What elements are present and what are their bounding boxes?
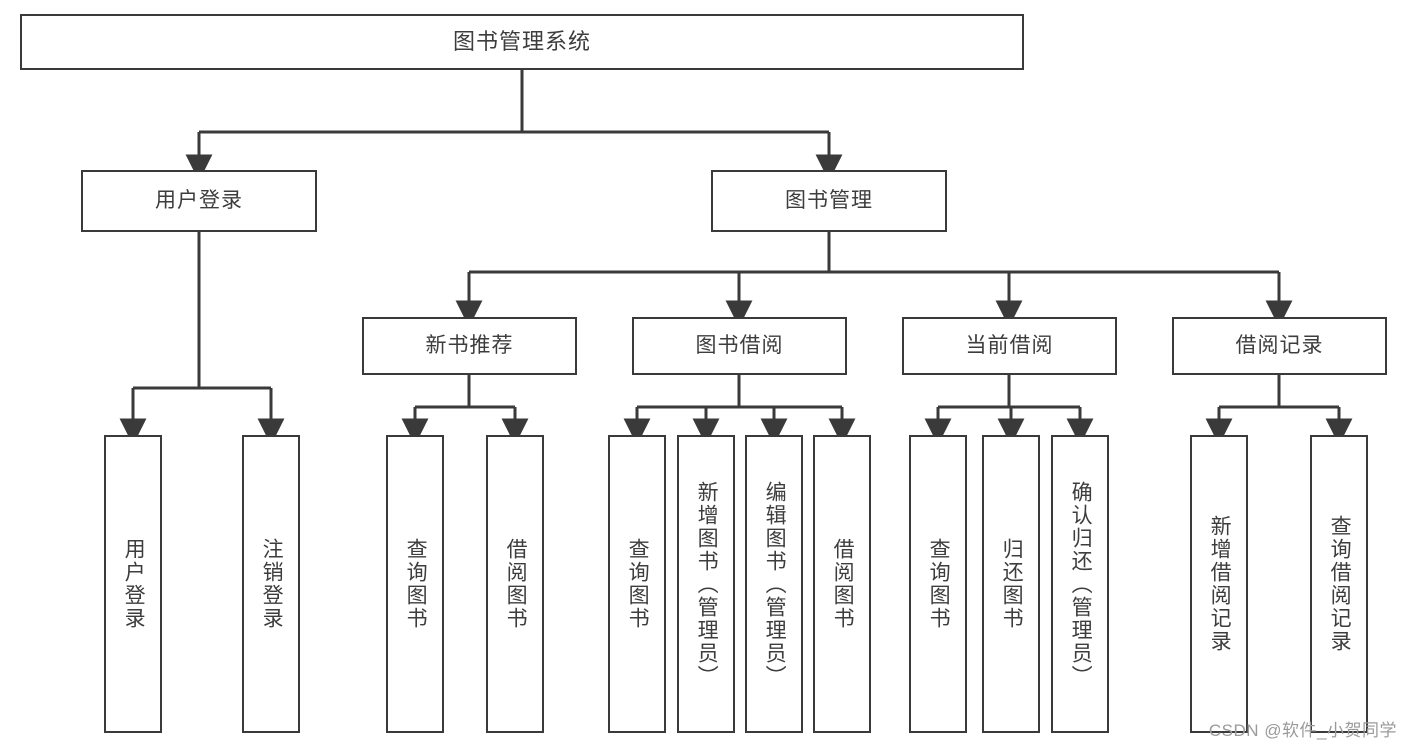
leaf-confirm-return-label: 确认归还（管理员） bbox=[1069, 480, 1093, 688]
node-new-book-recommend-label: 新书推荐 bbox=[425, 333, 514, 357]
leaf-logout-label: 注销登录 bbox=[260, 538, 284, 630]
leaf-query-book-current[interactable]: 查询图书 bbox=[909, 435, 967, 733]
node-new-book-recommend[interactable]: 新书推荐 bbox=[362, 317, 577, 375]
leaf-query-record[interactable]: 查询借阅记录 bbox=[1310, 435, 1368, 733]
node-book-manage-label: 图书管理 bbox=[785, 188, 873, 212]
node-user-login-label: 用户登录 bbox=[155, 188, 243, 212]
node-borrow-record-label: 借阅记录 bbox=[1235, 333, 1324, 357]
leaf-borrow-book-label: 借阅图书 bbox=[831, 538, 855, 630]
leaf-query-book-rec-label: 查询图书 bbox=[404, 538, 428, 630]
node-user-login[interactable]: 用户登录 bbox=[81, 170, 317, 232]
leaf-user-login[interactable]: 用户登录 bbox=[104, 435, 162, 733]
node-root[interactable]: 图书管理系统 bbox=[20, 14, 1024, 70]
leaf-add-record-label: 新增借阅记录 bbox=[1208, 515, 1232, 653]
leaf-user-login-label: 用户登录 bbox=[122, 538, 146, 630]
node-root-label: 图书管理系统 bbox=[452, 29, 591, 55]
leaf-return-book-label: 归还图书 bbox=[1000, 538, 1024, 630]
leaf-confirm-return[interactable]: 确认归还（管理员） bbox=[1051, 435, 1109, 733]
leaf-add-book[interactable]: 新增图书（管理员） bbox=[677, 435, 735, 733]
leaf-logout[interactable]: 注销登录 bbox=[242, 435, 300, 733]
leaf-add-book-label: 新增图书（管理员） bbox=[695, 480, 719, 688]
leaf-borrow-book[interactable]: 借阅图书 bbox=[813, 435, 871, 733]
leaf-edit-book[interactable]: 编辑图书（管理员） bbox=[745, 435, 803, 733]
leaf-query-book-current-label: 查询图书 bbox=[927, 538, 951, 630]
node-book-manage[interactable]: 图书管理 bbox=[711, 170, 947, 232]
leaf-return-book[interactable]: 归还图书 bbox=[982, 435, 1040, 733]
node-book-borrow-label: 图书借阅 bbox=[695, 333, 784, 357]
leaf-query-book-rec[interactable]: 查询图书 bbox=[386, 435, 444, 733]
node-borrow-record[interactable]: 借阅记录 bbox=[1172, 317, 1387, 375]
leaf-edit-book-label: 编辑图书（管理员） bbox=[763, 480, 787, 688]
node-current-borrow-label: 当前借阅 bbox=[965, 333, 1054, 357]
leaf-borrow-book-rec-label: 借阅图书 bbox=[504, 538, 528, 630]
leaf-query-book-borrow-label: 查询图书 bbox=[626, 538, 650, 630]
csdn-watermark: CSDN @软件_小贺同学 bbox=[1208, 721, 1397, 740]
node-current-borrow[interactable]: 当前借阅 bbox=[902, 317, 1117, 375]
leaf-query-book-borrow[interactable]: 查询图书 bbox=[608, 435, 666, 733]
leaf-add-record[interactable]: 新增借阅记录 bbox=[1190, 435, 1248, 733]
leaf-query-record-label: 查询借阅记录 bbox=[1328, 515, 1352, 653]
leaf-borrow-book-rec[interactable]: 借阅图书 bbox=[486, 435, 544, 733]
node-book-borrow[interactable]: 图书借阅 bbox=[632, 317, 847, 375]
